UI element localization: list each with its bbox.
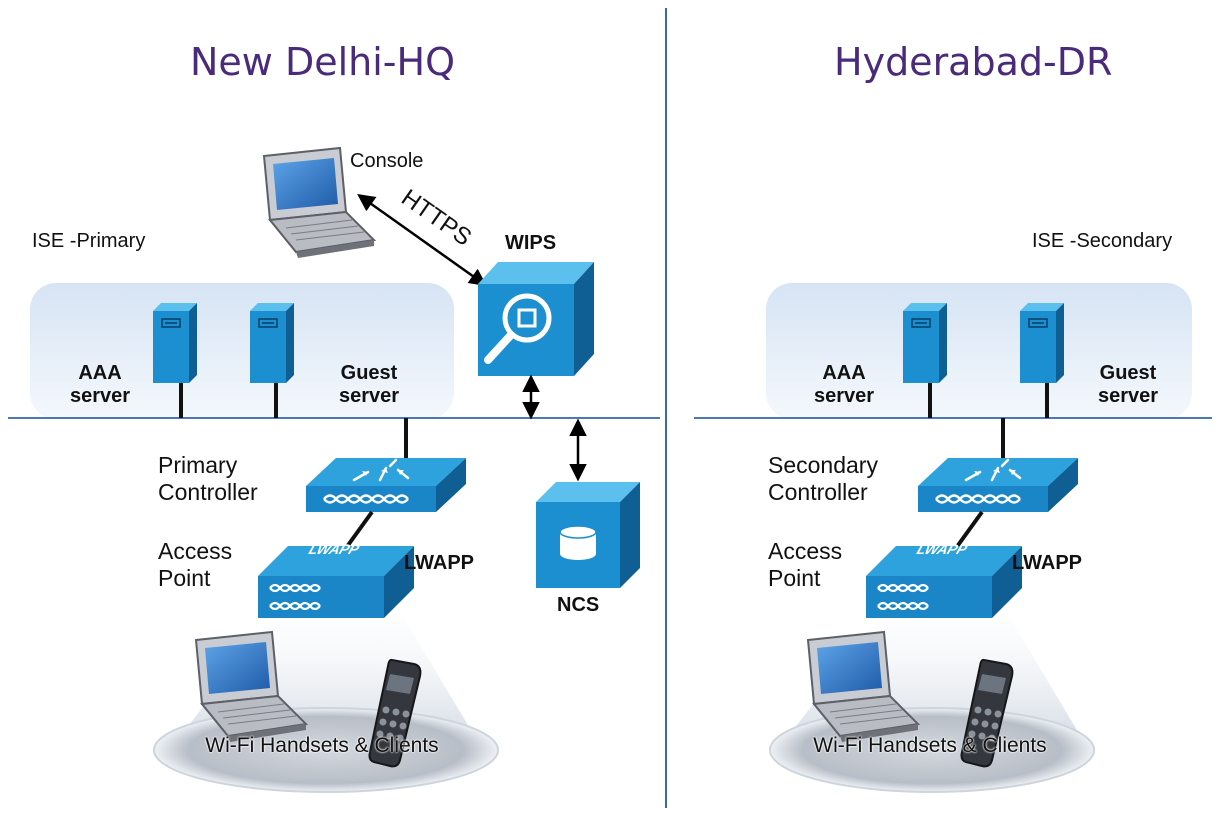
ise-secondary-panel — [766, 283, 1192, 419]
https-label: HTTPS — [396, 184, 476, 251]
secondary-controller-icon — [916, 456, 1080, 514]
aaa-server-icon — [902, 302, 948, 384]
https-arrow — [357, 193, 487, 287]
wips-magnifier-icon — [478, 262, 594, 376]
lwapp-label-left: LWAPP — [404, 552, 475, 574]
ncs-database-icon — [536, 482, 640, 588]
clients-label-right: Wi-Fi Handsets & Clients — [813, 734, 1047, 757]
guest-server-icon — [1019, 302, 1065, 384]
ise-primary-panel — [30, 283, 454, 419]
site-title-new-delhi: New Delhi-HQ — [190, 40, 455, 84]
ap-face-label-right: LWAPP — [914, 542, 969, 557]
site-title-hyderabad: Hyderabad-DR — [834, 40, 1113, 84]
ncs-label: NCS — [557, 594, 600, 616]
ise-primary-label: ISE -Primary — [32, 230, 146, 252]
aaa-server-icon — [152, 302, 198, 384]
wips-label: WIPS — [505, 232, 557, 254]
clients-label-left: Wi-Fi Handsets & Clients — [205, 734, 439, 757]
guest-server-icon — [249, 302, 295, 384]
ap-face-label-left: LWAPP — [306, 542, 361, 557]
ise-secondary-label: ISE -Secondary — [1032, 230, 1173, 252]
console-label: Console — [350, 150, 424, 172]
primary-controller-icon — [304, 456, 468, 514]
lwapp-label-right: LWAPP — [1012, 552, 1083, 574]
